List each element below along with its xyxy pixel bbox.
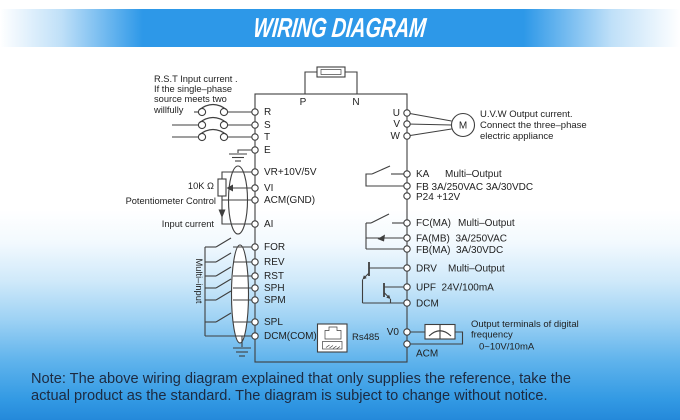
label-terminal-s: S — [264, 120, 271, 131]
motor-note-line1: U.V.W Output current. — [480, 109, 573, 120]
terminal-circle — [251, 184, 259, 192]
label-terminal-fbma: FB(MA) 3A/30VDC — [416, 245, 503, 256]
terminal-circle — [403, 170, 411, 178]
terminal-circle — [403, 234, 411, 242]
label-terminal-for: FOR — [264, 242, 285, 253]
terminal-circle — [251, 272, 259, 280]
terminal-circle — [251, 258, 259, 266]
label-terminal-acm-gnd: ACM(GND) — [264, 195, 315, 206]
terminal-circle — [251, 332, 259, 340]
potentiometer-circuit — [217, 171, 255, 225]
cable-shield-ellipses — [227, 165, 250, 344]
terminal-circle — [251, 121, 259, 129]
label-terminal-rev: REV — [264, 257, 285, 268]
footer-note: Note: The above wiring diagram explained… — [31, 371, 661, 405]
terminal-circle — [403, 219, 411, 227]
terminal-circle — [403, 340, 411, 348]
label-input-current: Input current — [162, 219, 215, 229]
rst-note-line1: R.S.T Input current . — [154, 74, 238, 84]
label-terminal-n: N — [352, 97, 359, 108]
label-terminal-fc: FC(MA) — [416, 218, 451, 229]
ka-relay-contact — [365, 165, 407, 187]
rst-note-line3: source meets two — [154, 94, 227, 104]
terminal-circle — [251, 243, 259, 251]
terminal-circle — [251, 196, 259, 204]
right-terminal-circles — [403, 109, 411, 348]
label-terminal-ka: KA — [416, 169, 430, 180]
label-terminal-r: R — [264, 107, 271, 118]
label-terminal-p: P — [300, 97, 307, 108]
label-terminal-vr: VR+10V/5V — [264, 167, 317, 178]
terminal-circle — [403, 283, 411, 291]
rst-note-line2: If the single–phase — [154, 84, 232, 94]
footer-note-line1: Note: The above wiring diagram explained… — [31, 371, 572, 387]
label-drv-desc: Multi–Output — [448, 264, 505, 275]
motor-symbol — [406, 112, 476, 138]
label-multi-input: Multi–input — [194, 259, 204, 304]
terminal-circle — [403, 109, 411, 117]
motor-letter: M — [459, 121, 467, 132]
terminal-circle — [403, 328, 411, 336]
label-terminal-ai: AI — [264, 219, 273, 230]
changeover-contact — [365, 213, 407, 250]
terminal-circle — [403, 264, 411, 272]
terminal-circle — [251, 133, 259, 141]
terminal-circle — [251, 168, 259, 176]
terminal-circle — [251, 284, 259, 292]
label-terminal-t: T — [264, 132, 270, 143]
label-terminal-spl: SPL — [264, 317, 283, 328]
label-fc-desc: Multi–Output — [458, 218, 515, 229]
left-terminal-circles — [251, 108, 259, 340]
terminal-circle — [403, 120, 411, 128]
label-ka-desc: Multi–Output — [445, 169, 502, 180]
frequency-meter — [407, 323, 464, 345]
rs485-port-icon — [316, 323, 348, 353]
label-terminal-drv: DRV — [416, 264, 437, 275]
label-terminal-fb: FB 3A/250VAC 3A/30VDC — [416, 182, 533, 193]
freq-note-line2: frequency — [471, 330, 513, 341]
label-pot-value: 10K Ω — [188, 181, 214, 191]
terminal-circle — [403, 132, 411, 140]
terminal-circle — [403, 192, 411, 200]
label-terminal-v: V — [393, 119, 400, 130]
terminal-circle — [251, 318, 259, 326]
label-rs485: Rs485 — [352, 332, 379, 343]
title-banner: WIRING DIAGRAM — [0, 9, 680, 47]
label-terminal-upf: UPF 24V/100mA — [416, 283, 494, 294]
label-terminal-w: W — [391, 131, 401, 142]
freq-note-line3: 0~10V/10mA — [479, 342, 535, 353]
terminal-circle — [251, 296, 259, 304]
rst-input-breakers — [172, 103, 255, 142]
terminal-circle — [251, 146, 259, 154]
label-terminal-v0: V0 — [387, 327, 400, 338]
label-terminal-sph: SPH — [264, 283, 285, 294]
label-terminal-dcm: DCM — [416, 299, 439, 310]
label-terminal-acm: ACM — [416, 349, 438, 360]
rst-note-line4: willfully — [153, 105, 184, 115]
terminal-circle — [403, 182, 411, 190]
motor-note-line2: Connect the three–phase — [480, 120, 587, 131]
terminal-circle — [251, 220, 259, 228]
label-terminal-p24: P24 +12V — [416, 192, 461, 203]
label-terminal-rst: RST — [264, 271, 284, 282]
multi-input-switches — [204, 237, 255, 357]
label-terminal-e: E — [264, 145, 271, 156]
terminal-circle — [403, 245, 411, 253]
terminal-circle — [403, 299, 411, 307]
label-pot-control: Potentiometer Control — [126, 196, 216, 206]
motor-note-line3: electric appliance — [480, 131, 553, 142]
terminal-circle — [251, 108, 259, 116]
transistor-outputs — [361, 262, 407, 304]
inverter-box — [254, 93, 408, 363]
braking-resistor — [304, 66, 358, 94]
earth-ground — [229, 149, 255, 162]
freq-note-line1: Output terminals of digital — [471, 319, 579, 330]
label-terminal-fa: FA(MB) 3A/250VAC — [416, 234, 507, 245]
label-terminal-u: U — [393, 108, 400, 119]
label-terminal-vi: VI — [264, 183, 273, 194]
label-terminal-dcm-com: DCM(COM) — [264, 331, 317, 342]
footer-note-line2: actual product as the standard. The diag… — [31, 388, 548, 404]
label-terminal-spm: SPM — [264, 295, 286, 306]
